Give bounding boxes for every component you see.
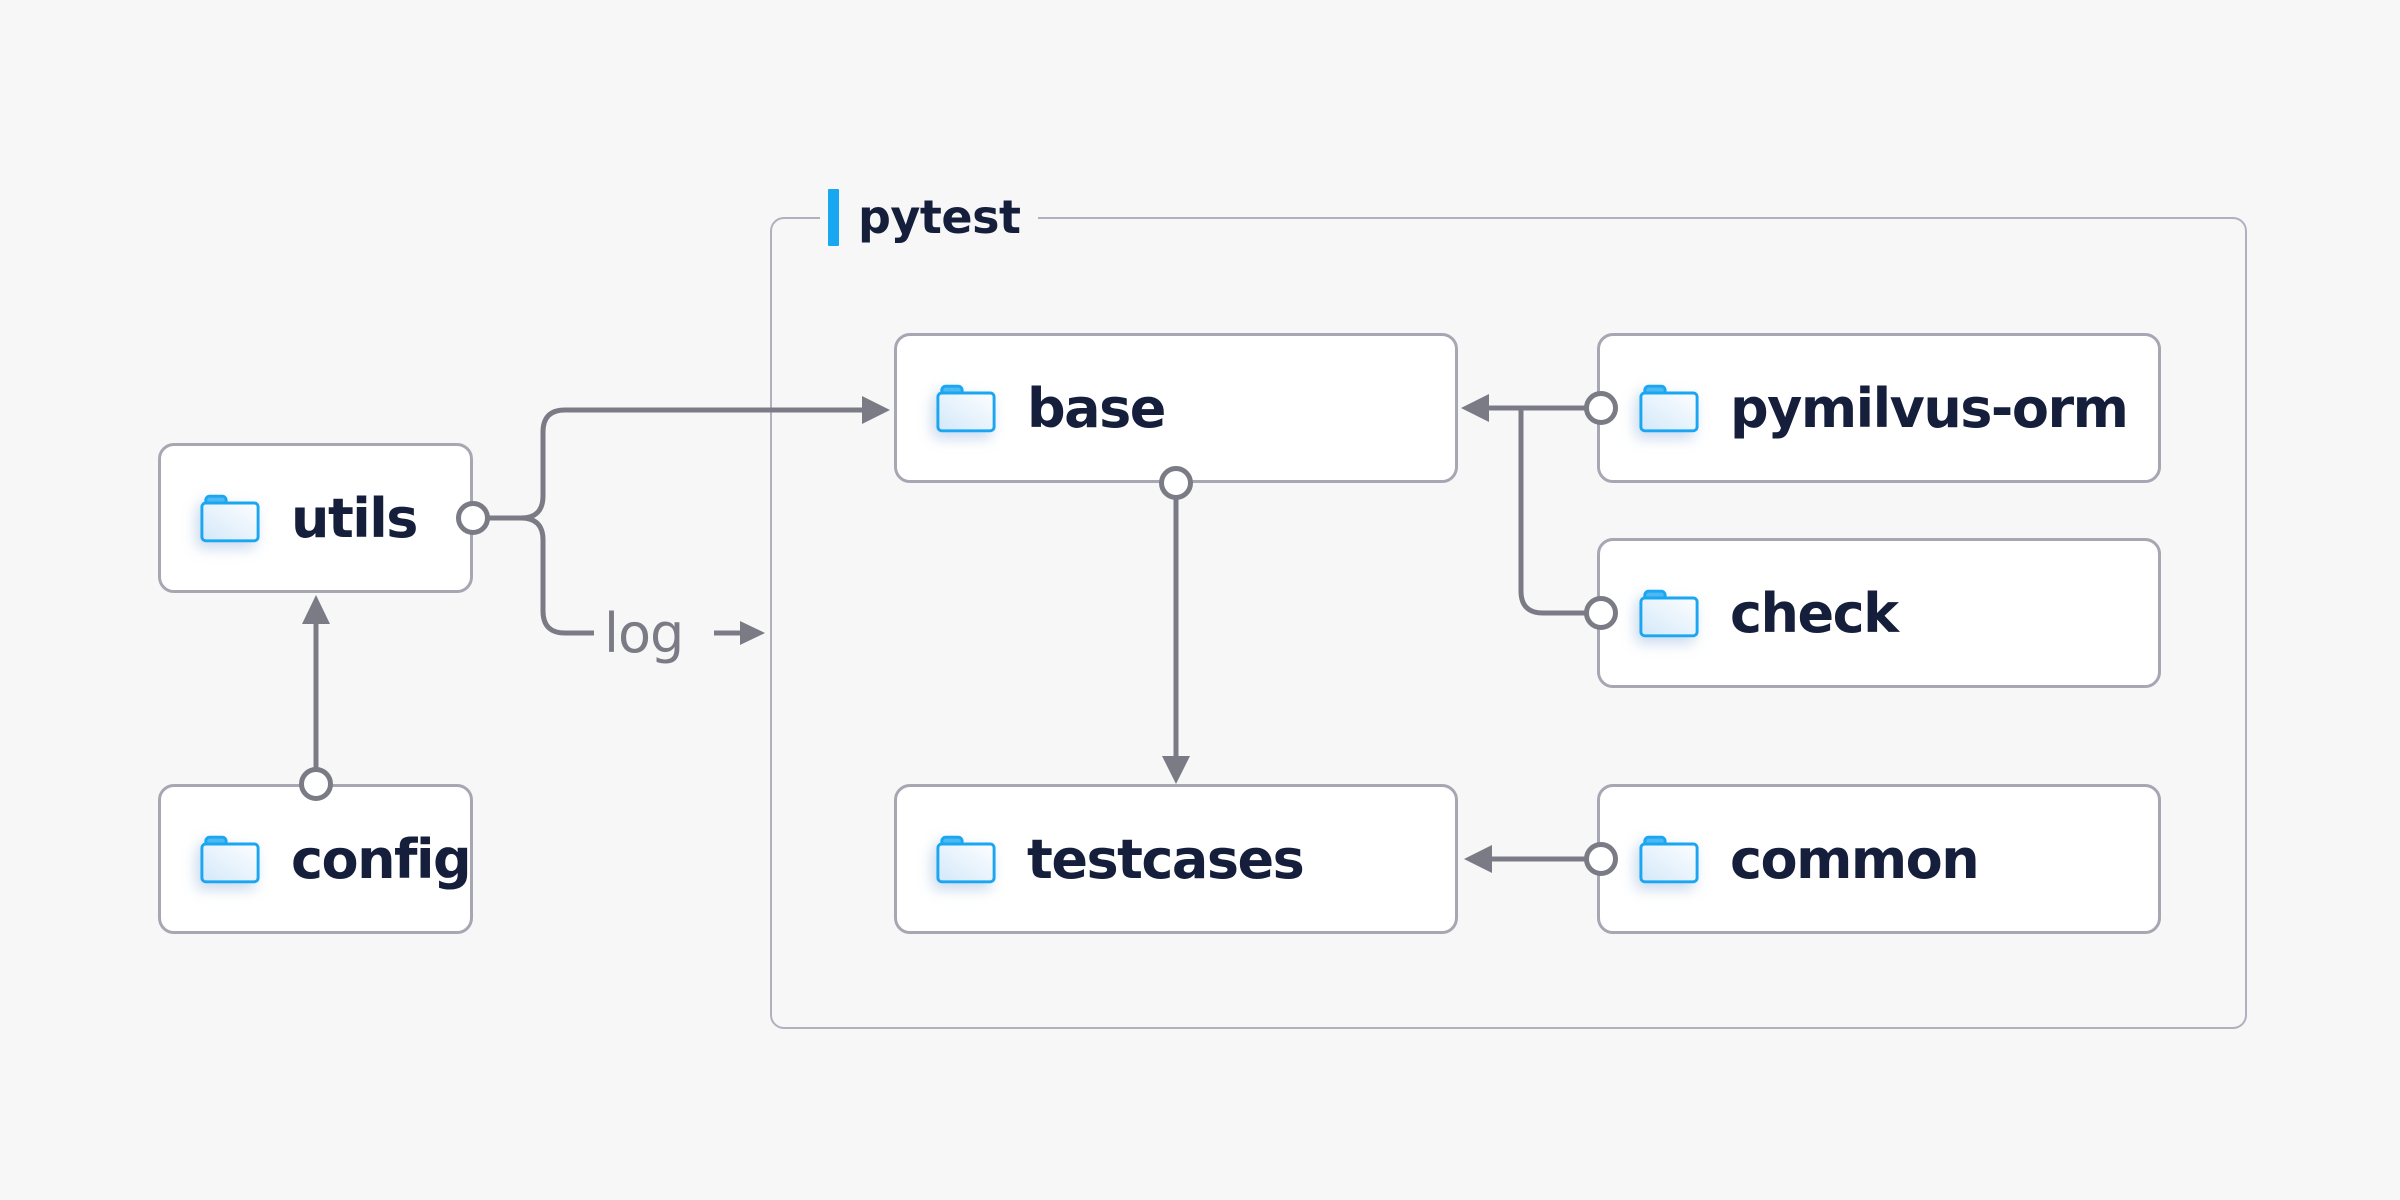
node-label: common [1730,827,1980,891]
node-label: config [291,827,472,891]
node-label: check [1730,581,1899,645]
node-utils: utils [158,443,473,593]
folder-icon [200,835,260,883]
node-base: base [894,333,1458,483]
arrowhead-up-into-utils [302,595,330,624]
edge-utils-to-log [520,515,594,636]
group-title: pytest [858,189,1021,244]
pytest-group-container [770,217,2247,1029]
folder-icon [936,835,996,883]
log-label: log [604,602,683,665]
arrowhead-right-log [740,621,765,645]
node-common: common [1597,784,2161,934]
node-check: check [1597,538,2161,688]
node-config: config [158,784,473,934]
node-label: utils [291,486,418,550]
node-pymilvus-orm: pymilvus-orm [1597,333,2161,483]
node-label: base [1027,376,1166,440]
folder-icon [1639,835,1699,883]
node-label: pymilvus-orm [1730,376,2129,440]
node-testcases: testcases [894,784,1458,934]
folder-icon [1639,589,1699,637]
node-label: testcases [1027,827,1305,891]
folder-icon [200,494,260,542]
accent-bar [828,188,839,246]
folder-icon [1639,384,1699,432]
pytest-group-label: pytest [820,187,1039,247]
folder-icon [936,384,996,432]
